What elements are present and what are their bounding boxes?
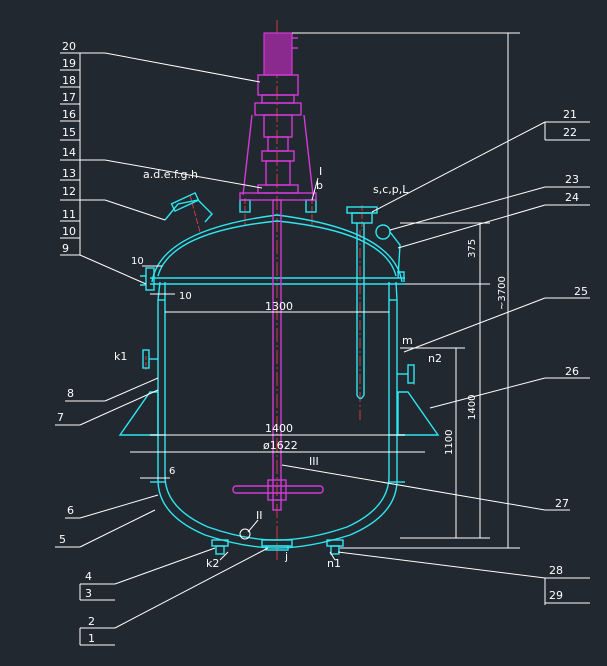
part-number: 11 <box>62 208 76 221</box>
nozzle-group-label: s,c,p,L <box>373 183 409 196</box>
part-numbers-left-upper: 20 19 18 17 16 15 14 13 12 11 10 9 <box>62 40 76 255</box>
part-number: 27 <box>555 497 569 510</box>
centerlines <box>145 20 415 560</box>
part-number: 5 <box>59 533 66 546</box>
dimension-label: 10 <box>131 256 144 267</box>
section-marker: II <box>256 509 263 522</box>
dimension-label: 1100 <box>444 430 455 455</box>
nozzle-label: n2 <box>428 352 442 365</box>
dimension-text: 10 10 1300 1400 ø1622 6 375 1400 1100 ~3… <box>131 239 508 477</box>
dimension-label: 1300 <box>265 300 293 313</box>
part-number: 20 <box>62 40 76 53</box>
nozzle-label: b <box>316 179 323 192</box>
part-number: 16 <box>62 108 76 121</box>
dimension-label: 10 <box>179 291 192 302</box>
drive-assembly <box>232 32 324 511</box>
dimension-label: 1400 <box>265 422 293 435</box>
part-number: 15 <box>62 126 76 139</box>
nozzle-labels: a.d.e.f.g.h s,c,p,L I b II III k1 n2 m k… <box>114 165 442 570</box>
part-numbers-left-lower: 8 7 6 5 4 3 2 1 <box>57 387 95 645</box>
part-number: 14 <box>62 146 76 159</box>
dimension-lines <box>130 32 520 549</box>
nozzle-label: k1 <box>114 350 127 363</box>
dimension-label: 1400 <box>467 395 478 420</box>
section-marker: III <box>309 455 319 468</box>
part-number: 26 <box>565 365 579 378</box>
part-number: 9 <box>62 242 69 255</box>
part-number: 25 <box>574 285 588 298</box>
nozzle-group-label: a.d.e.f.g.h <box>143 168 198 181</box>
nozzle-label: j <box>284 550 288 563</box>
part-number: 6 <box>67 504 74 517</box>
part-number: 23 <box>565 173 579 186</box>
part-number: 29 <box>549 589 563 602</box>
part-number: 1 <box>88 632 95 645</box>
part-number: 12 <box>62 185 76 198</box>
dimension-label: ø1622 <box>263 439 298 452</box>
dimension-label: 375 <box>467 239 478 258</box>
part-number: 17 <box>62 91 76 104</box>
part-numbers-right: 21 22 23 24 25 26 27 28 29 <box>549 108 588 602</box>
part-numbers-left-upper-rules <box>60 69 80 239</box>
part-number: 22 <box>563 126 577 139</box>
part-number: 4 <box>85 570 92 583</box>
nozzle-label: k2 <box>206 557 219 570</box>
part-number: 28 <box>549 564 563 577</box>
part-number: 24 <box>565 191 579 204</box>
nozzle-label: n1 <box>327 557 341 570</box>
part-number: 2 <box>88 615 95 628</box>
part-number: 19 <box>62 57 76 70</box>
section-marker: I <box>319 165 322 178</box>
part-number: 21 <box>563 108 577 121</box>
part-number: 8 <box>67 387 74 400</box>
part-number: 10 <box>62 225 76 238</box>
nozzles <box>140 191 415 555</box>
dimension-label: ~3700 <box>497 276 508 310</box>
part-number: 13 <box>62 167 76 180</box>
part-number: 18 <box>62 74 76 87</box>
part-number: 3 <box>85 587 92 600</box>
dimension-label: 6 <box>169 466 175 477</box>
leader-lines <box>55 52 590 646</box>
nozzle-label: m <box>402 334 413 347</box>
vessel-shell <box>118 214 440 549</box>
part-number: 7 <box>57 411 64 424</box>
